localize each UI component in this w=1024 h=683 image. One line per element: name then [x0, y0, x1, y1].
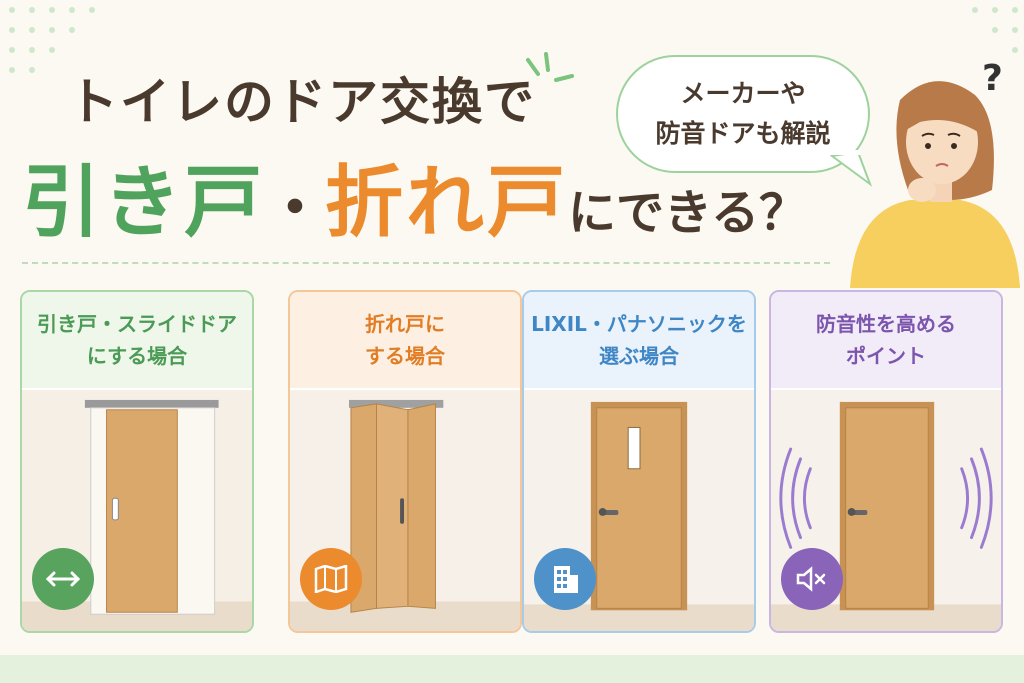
card-title-line2: ポイント [846, 344, 926, 368]
title-dot: ・ [265, 174, 326, 244]
card-title-line1: LIXIL・パナソニックを [531, 312, 747, 336]
card-title-line2: 選ぶ場合 [599, 344, 679, 368]
mute-icon [781, 548, 843, 610]
title-sliding: 引き戸 [22, 158, 266, 248]
card-title-line1: 防音性を高める [816, 312, 956, 336]
card-title-line1: 引き戸・スライドドア [37, 312, 237, 336]
card-header: 引き戸・スライドドア にする場合 [22, 292, 252, 388]
arrows-icon [32, 548, 94, 610]
card-header: LIXIL・パナソニックを 選ぶ場合 [524, 292, 754, 388]
bubble-line1: メーカーや [680, 79, 806, 108]
title-folding: 折れ戸 [325, 158, 569, 248]
sliding-door-illustration [22, 390, 252, 631]
thinking-woman-illustration [850, 81, 1020, 288]
card-title-line2: する場合 [365, 344, 445, 368]
card-title-line1: 折れ戸に [365, 312, 445, 336]
speech-bubble-tail [830, 150, 873, 187]
bubble-line2: 防音ドアも解説 [655, 119, 831, 148]
card-title-line2: にする場合 [86, 344, 188, 368]
title-question: にできる？ [568, 185, 808, 241]
building-icon [534, 548, 596, 610]
speech-bubble-text: メーカーや 防音ドアも解説 [616, 74, 870, 154]
dashed-separator [22, 262, 830, 264]
card-folding-door[interactable]: 折れ戸に する場合 [288, 290, 522, 633]
card-soundproof[interactable]: 防音性を高める ポイント [769, 290, 1003, 633]
sparkle-lines [526, 52, 574, 82]
footer-band [0, 655, 1024, 683]
title-line1: トイレのドア交換で [68, 73, 536, 131]
card-maker-door[interactable]: LIXIL・パナソニックを 選ぶ場合 [522, 290, 756, 633]
card-header: 防音性を高める ポイント [771, 292, 1001, 388]
card-header: 折れ戸に する場合 [290, 292, 520, 388]
title-line2: 引き戸・折れ戸にできる？ [22, 140, 807, 252]
soundproof-door-illustration [771, 390, 1001, 631]
question-mark: ? [982, 58, 1003, 99]
map-fold-icon [300, 548, 362, 610]
decor-dots-left [9, 7, 95, 73]
speech-bubble [616, 55, 870, 173]
decor-dots-right [972, 7, 1018, 53]
card-sliding-door[interactable]: 引き戸・スライドドア にする場合 [20, 290, 254, 633]
